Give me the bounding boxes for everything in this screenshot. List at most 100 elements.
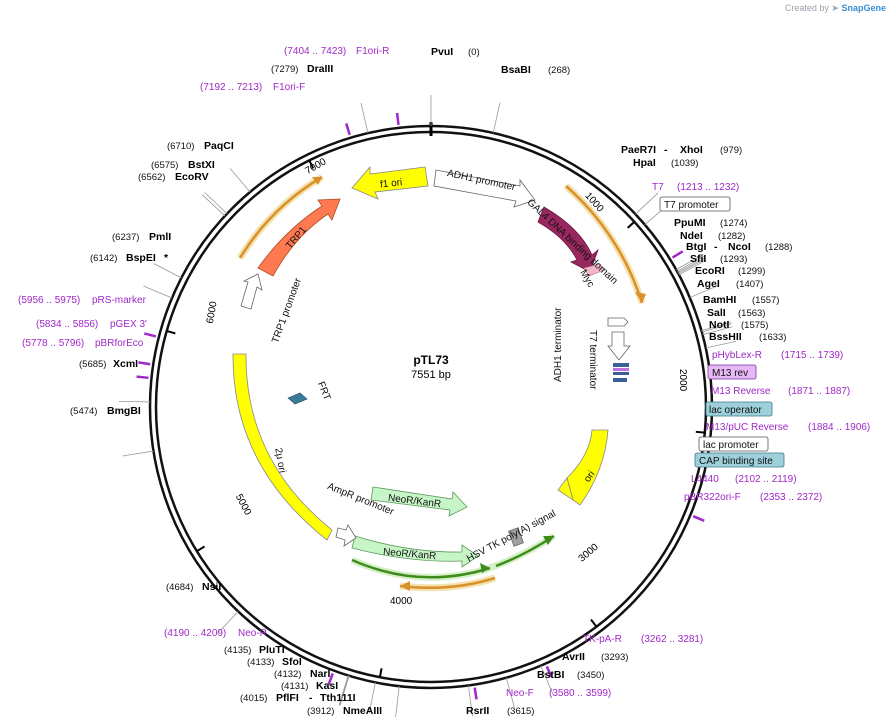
enzyme-noti: NotI [709,319,729,331]
enzyme-bmgbi: BmgBI [107,405,141,417]
neor-kanr-arrow-inner [370,486,468,517]
trp1-arrow [257,198,341,277]
primer-f1ori-r: F1ori-R [356,46,389,57]
enzyme-ppumi: PpuMI [674,217,706,229]
enzyme-draiii: DraIII [307,63,333,75]
tick-3000 [590,618,598,628]
boxed-m13-rev: M13 rev [712,368,748,379]
primer-mark-f1ori-f [345,123,351,136]
enzyme-bsabi: BsaBI [501,64,531,76]
feature-label-neor-inner: NeoR/KanR [387,493,441,510]
enzyme-dash: - [714,241,718,253]
leader-sfoi [339,675,350,706]
enzyme-avrii: AvrII [562,651,585,663]
leader-btgi [677,257,706,273]
primer-l4440-range: (2102 .. 2119) [735,474,797,485]
primer-mark-prs-marker [143,332,157,338]
primer-m13-puc-reverse: M13/pUC Reverse [706,422,789,433]
enzyme-bstxi: BstXI [188,159,215,171]
enzyme-pvui: PvuI [431,46,453,58]
leader-nsii [216,611,239,635]
enzyme-btgi: BtgI [686,241,706,253]
leader-bamhi [701,321,732,332]
primer-neo-f-range: (3580 .. 3599) [549,688,611,699]
enzyme-agei-pos: (1407) [736,279,763,290]
leader-bstxi [204,192,228,214]
enzyme-paer7i: PaeR7I [621,144,656,156]
enzyme-paer7i-pos: (979) [720,145,742,156]
boxed-cap-binding-site: CAP binding site [699,456,773,467]
enzyme-nmeaiii-pos: (3912) [307,706,334,717]
primer-pbrforeco-range: (5778 .. 5796) [22,338,84,349]
enzyme-pmli: PmlI [149,231,171,243]
tick-7000 [308,159,315,169]
boxed-t7-promoter: T7 promoter [664,200,719,211]
primer-mark-neo-f [473,687,478,700]
enzyme-hpai: HpaI [633,157,656,169]
enzyme-agei: AgeI [697,278,720,290]
plasmid-size: 7551 bp [411,369,451,381]
enzyme-bstxi-pos: (6575) [151,160,178,171]
feature-label-frt: FRT [315,380,332,402]
enzyme-bsshii-pos: (1633) [759,332,786,343]
tick-1000 [626,221,635,229]
hsv-tk-polya-box [508,527,524,547]
enzyme-bsabi-pos: (268) [548,65,570,76]
enzyme-xcmi-pos: (5685) [79,359,106,370]
lac-element-3 [613,372,629,375]
tick-label-4000: 4000 [390,596,413,607]
enzyme-draiii-pos: (7279) [271,64,298,75]
lac-element-1 [613,363,629,367]
enzyme-btgi-pos: (1288) [765,242,792,253]
primer-mark-pgex-3- [138,361,151,366]
primer-pgex3: pGEX 3' [110,319,147,330]
enzyme-sali-pos: (1563) [738,308,765,319]
primer-mark-neo-r [327,673,334,686]
leader-nmeaiii [395,686,400,718]
enzyme-ecori-pos: (1299) [738,266,765,277]
enzyme-bsshii: BssHII [709,331,742,343]
backbone [148,122,714,690]
feature-arrows [232,165,631,568]
primer-mark-pbrforeco [136,375,149,380]
leader-ecorv [201,194,226,217]
enzyme-sali: SalI [707,307,726,319]
boxed-feature-labels: T7 promoter M13 rev lac operator lac pro… [659,196,785,468]
enzyme-avrii-pos: (3293) [601,652,628,663]
primer-mark-pbr322ori-f [692,515,705,522]
primer-phyblex-r: pHybLex-R [712,350,762,361]
enzyme-kasi: KasI [316,680,338,692]
primer-f1ori-f: F1ori-F [273,82,305,93]
enzyme-ndei-pos: (1282) [718,231,745,242]
enzyme-dash: - [309,692,313,704]
enzyme-nsii: NsiI [202,581,221,593]
feature-label-adh1-terminator: ADH1 terminator [553,307,564,382]
enzyme-nari: NarI [310,668,331,680]
t7-terminator-arrow [607,317,629,327]
enzyme-rsrii: RsrII [466,705,489,717]
enzyme-paqci-pos: (6710) [167,141,194,152]
enzyme-ecorv-pos: (6562) [138,172,165,183]
credit-brand: SnapGene [841,3,886,13]
enzyme-pmli-pos: (6237) [112,232,139,243]
lac-element-4 [613,378,627,382]
tick-4000 [378,668,383,678]
enzyme-ppumi-pos: (1274) [720,218,747,229]
enzyme-noti-pos: (1575) [741,320,768,331]
tick-label-6000: 6000 [205,300,220,324]
enzyme-nari-pos: (4132) [274,669,301,680]
primer-labels: (7404 .. 7423) F1ori-R (7192 .. 7213) F1… [18,46,870,699]
enzyme-pluti-pos: (4135) [224,645,251,656]
feature-label-t7-terminator: T7 terminator [587,330,598,390]
primer-t7: T7 [652,182,664,193]
enzyme-hpai-pos: (1039) [671,158,698,169]
enzyme-bstbi: BstBI [537,669,565,681]
snapgene-credit: Created by ➤ SnapGene [785,3,886,14]
primer-neo-r-range: (4190 .. 4209) [164,628,226,639]
primer-f1ori-r-range: (7404 .. 7423) [284,46,346,57]
leader-agei [689,285,719,298]
leader-paqci [229,168,251,193]
leader-rsrii [468,685,473,717]
snapgene-logo-icon: ➤ [831,3,839,13]
primer-prs-marker-range: (5956 .. 5975) [18,295,80,306]
